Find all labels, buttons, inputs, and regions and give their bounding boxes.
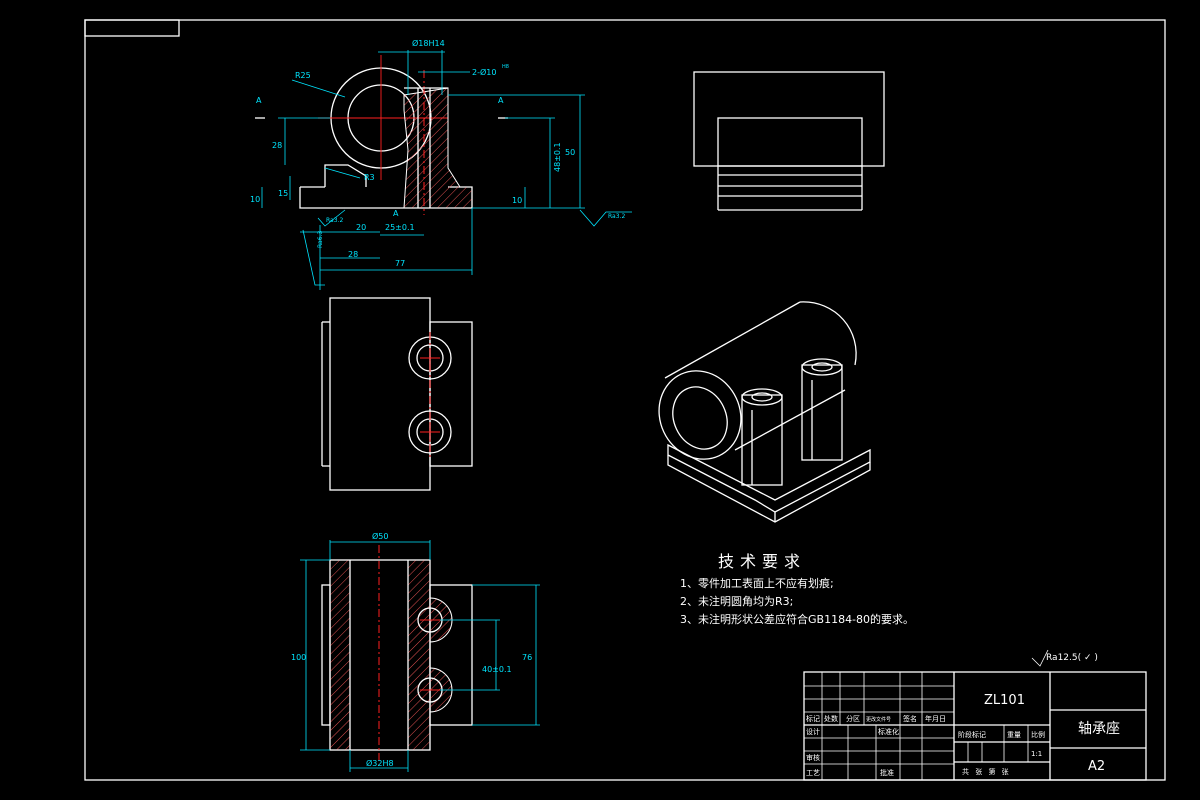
tb-label-count: 处数 <box>824 714 838 723</box>
tb-label-signature: 签名 <box>903 714 917 723</box>
dim-radius-25: R25 <box>295 71 311 80</box>
dim-radius-3: R3 <box>364 173 375 182</box>
dim-holes-10-sup: H8 <box>502 64 509 70</box>
tb-label-scale: 比例 <box>1031 730 1045 739</box>
front-view <box>255 55 508 215</box>
tb-label-sheets: 共 张 第 张 <box>962 767 1011 776</box>
dim-width-25: 25±0.1 <box>385 223 415 232</box>
tech-requirement-3: 3、未注明形状公差应符合GB1184-80的要求。 <box>680 612 914 626</box>
roughness-ra63: Ra6.3 <box>317 231 324 248</box>
tb-label-review: 审核 <box>806 753 820 762</box>
section-mark-a-right: A <box>498 96 504 105</box>
dim-height-28: 28 <box>272 141 282 150</box>
tb-label-date: 年月日 <box>925 714 946 723</box>
tb-scale-value: 1:1 <box>1031 750 1042 758</box>
dim-base-10-right: 10 <box>512 196 522 205</box>
dim-step-15: 15 <box>278 189 288 198</box>
tb-part-name: 轴承座 <box>1078 721 1120 737</box>
section-mark-a-left: A <box>256 96 262 105</box>
dim-bore-32: Ø32H8 <box>366 758 394 768</box>
section-mark-a-bottom: A <box>393 209 399 218</box>
roughness-ra32-left: Ra3.2 <box>326 217 343 224</box>
side-view <box>693 71 885 211</box>
roughness-ra32-right: Ra3.2 <box>608 213 625 220</box>
dim-width-20: 20 <box>356 223 366 232</box>
tb-label-change-doc: 更改文件号 <box>866 716 891 723</box>
dim-width-76: 76 <box>522 653 532 662</box>
tb-label-approve: 批准 <box>880 768 894 777</box>
dim-height-48: 48±0.1 <box>553 142 562 172</box>
dim-height-50: 50 <box>565 148 575 157</box>
default-roughness-note: Ra12.5( ✓ ) <box>1046 653 1098 663</box>
dim-spacing-40: 40±0.1 <box>482 665 512 674</box>
dim-width-77: 77 <box>395 259 405 268</box>
front-view-dimensions: Ø18H14 2-Ø10 H8 R25 R3 A A A 28 10 15 48… <box>250 38 632 290</box>
tb-material: ZL101 <box>984 693 1025 708</box>
tb-label-standardize: 标准化 <box>878 727 899 736</box>
tb-label-stage-mark: 阶段标记 <box>958 730 986 739</box>
dim-bore-18: Ø18H14 <box>412 38 445 48</box>
dim-base-10-left: 10 <box>250 195 260 204</box>
drawing-border <box>84 19 1166 781</box>
tb-label-mark: 标记 <box>806 714 820 723</box>
isometric-view <box>658 301 871 523</box>
dim-length-100: 100 <box>291 653 306 662</box>
tech-requirement-2: 2、未注明圆角均为R3; <box>680 594 793 608</box>
dim-width-28: 28 <box>348 250 358 259</box>
top-view <box>321 297 473 491</box>
tb-label-zone: 分区 <box>846 714 860 723</box>
corner-tag-box <box>84 19 180 37</box>
tech-requirement-1: 1、零件加工表面上不应有划痕; <box>680 576 834 590</box>
tb-label-weight: 重量 <box>1007 731 1021 739</box>
dim-holes-10: 2-Ø10 <box>472 67 496 77</box>
dim-diameter-50: Ø50 <box>372 531 388 541</box>
tb-label-design: 设计 <box>806 727 820 736</box>
section-view: Ø50 100 40±0.1 76 Ø32H8 <box>291 531 540 772</box>
tb-label-craft: 工艺 <box>806 769 820 777</box>
tb-sheet-size: A2 <box>1088 759 1105 774</box>
title-block: 标记 处数 分区 更改文件号 签名 年月日 设计 标准化 审核 工艺 批准 阶段… <box>803 671 1147 781</box>
tech-requirements-title: 技术要求 <box>718 552 806 571</box>
